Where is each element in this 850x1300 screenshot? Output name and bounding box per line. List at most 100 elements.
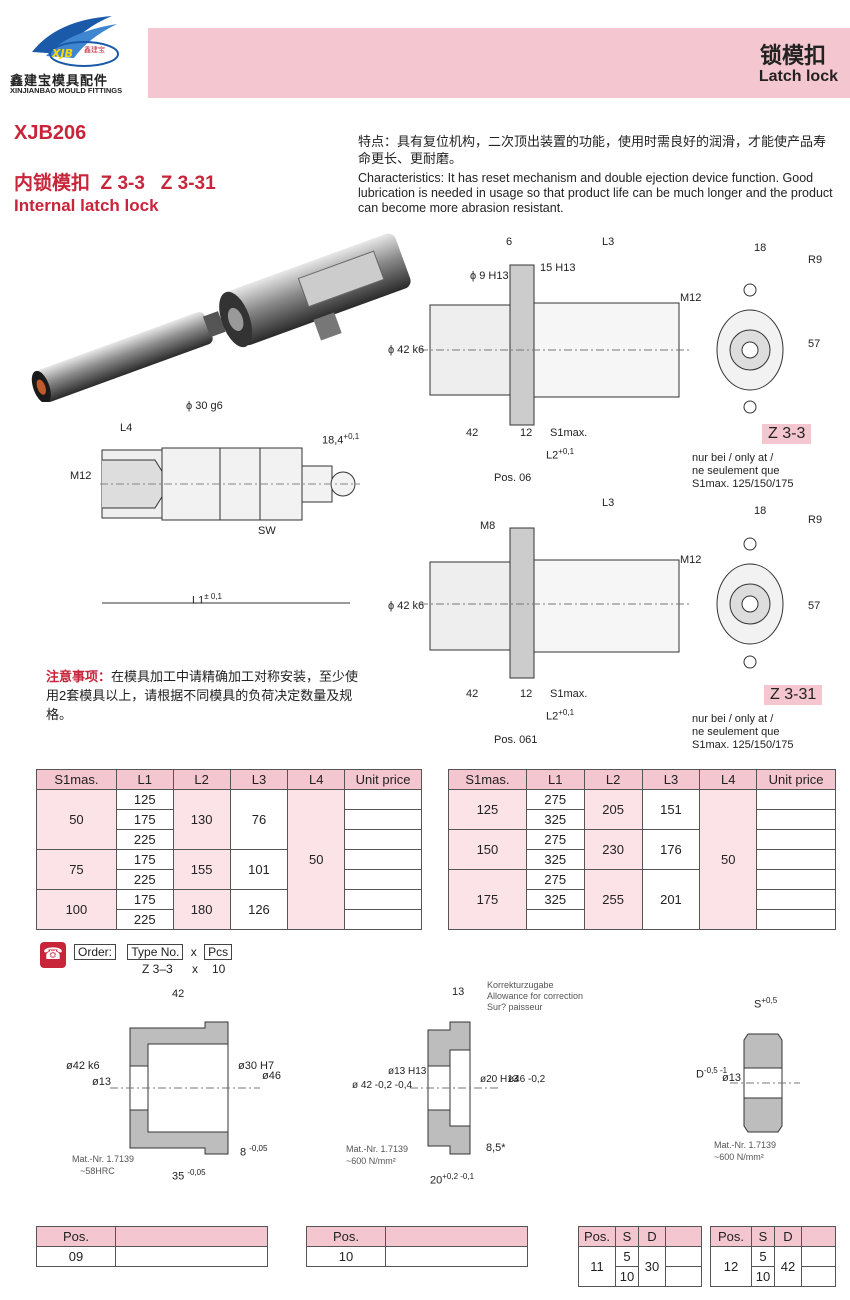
p10-mat1: Mat.-Nr. 1.7139 [346,1144,409,1154]
usage-note-text: 在模具加工中请精确加工对称安装，至少使用2套模具以上，请根据不同模具的负荷决定数… [46,669,359,722]
col-header: L1 [115,769,174,790]
price-cell[interactable] [344,789,422,810]
price-cell[interactable] [344,909,422,930]
part-s-drawing [720,1000,820,1160]
p10-corr2: Allowance for correction [487,991,584,1001]
price-cell[interactable] [115,1246,268,1267]
ps-d: D-0,5 -1 [696,1066,728,1081]
z33-h15: 15 H13 [540,262,576,274]
z33-drawing [400,235,850,485]
p09-dim35: 35 -0,05 [172,1168,206,1183]
z33-m12: M12 [680,292,702,304]
price-cell[interactable] [801,1246,836,1267]
p09-w42: 42 [172,988,185,1000]
z331-pos: Pos. 061 [494,734,538,746]
p10-corr1: Korrekturzugabe [487,980,554,990]
pos-value: 10 [306,1246,386,1267]
s-value: 5 [615,1246,639,1267]
z33-d12: 12 [520,427,533,439]
logo-mark-cn: 鑫建宝 [84,45,105,54]
pos-header: Pos. [36,1226,116,1247]
order-line: Order: Type No. x Pcs [74,944,233,960]
z331-m8: M8 [480,520,496,532]
z331-w18: 18 [754,505,767,517]
phone-icon: ☎ [40,942,66,968]
pos-value: 11 [578,1246,616,1287]
price-cell[interactable] [801,1266,836,1287]
pin-drawing [60,408,380,608]
product-name-cn: 内锁模扣 Z 3-3 Z 3-31 [14,173,216,194]
z33-h57: 57 [808,338,821,350]
z331-l3: L3 [602,497,615,509]
price-cell[interactable] [665,1246,702,1267]
col-header: S1mas. [36,769,117,790]
pin-d30-label: ϕ 30 g6 [186,400,223,412]
s1-cell: 50 [36,789,117,850]
price-cell[interactable] [756,809,836,830]
p09-mat2: ~58HRC [80,1166,115,1176]
logo-mark: XJB [51,47,73,60]
s-value: 10 [615,1266,639,1287]
p10-phi20: ø20 H13 [480,1074,519,1085]
l3-cell: 76 [229,789,289,850]
p10-dim20: 20+0,2 -0,1 [430,1172,475,1187]
l4-cell: 50 [699,789,758,930]
pin-dim184-label: 18,4+0,1 [322,432,360,447]
d-value: 30 [638,1246,666,1287]
l2-cell: 130 [172,789,231,850]
l3-cell: 126 [229,889,289,930]
z331-h57: 57 [808,600,821,612]
price-cell[interactable] [756,909,836,930]
l3-cell: 176 [641,829,701,870]
p10-phi46: ø46 -0,2 [508,1074,546,1085]
z331-r9: R9 [808,514,823,526]
z33-w18: 18 [754,242,767,254]
l1-cell: 275 [525,869,585,890]
ps-s: S+0,5 [754,996,778,1011]
p09-phi30: ø30 H7 [238,1060,275,1072]
z331-s1max: S1max. [550,688,588,700]
order-label: Order: [74,944,117,960]
col-header: L4 [699,769,758,790]
spec-table-right: S1mas. L1 L2 L3 L4 Unit price 125 275 20… [448,769,836,930]
l1-cell: 275 [525,829,585,850]
ps-mat2: ~600 N/mm² [714,1152,764,1162]
price-cell[interactable] [756,789,836,810]
price-cell[interactable] [344,849,422,870]
l2-cell: 230 [583,829,643,870]
l1-cell: 125 [115,789,174,810]
s-header: S [615,1226,639,1247]
price-cell[interactable] [665,1266,702,1287]
l1-cell: 175 [115,889,174,910]
z33-s1max: S1max. [550,427,588,439]
z33-l2: L2+0,1 [546,447,575,462]
pos-header: Pos. [710,1226,752,1247]
order-x-value: x [192,962,198,976]
col-header: L4 [287,769,346,790]
z33-l3: L3 [602,236,615,248]
page-title-cn: 锁模扣 [759,43,826,68]
product-code: XJB206 [14,122,87,144]
price-cell[interactable] [344,809,422,830]
l3-cell: 151 [641,789,701,830]
price-cell[interactable] [344,829,422,850]
part10-drawing [400,1000,530,1180]
order-pcs-label: Pcs [204,944,233,960]
l1-cell: 225 [115,909,174,930]
l2-cell: 180 [172,889,231,930]
price-cell[interactable] [344,869,422,890]
l1-cell: 175 [115,849,174,870]
p10-dim85: 8,5* [486,1142,506,1154]
ps-phi13: ø13 [722,1072,741,1084]
price-cell[interactable] [756,869,836,890]
price-cell[interactable] [756,889,836,910]
brand-name-cn: 鑫建宝模具配件 [10,73,109,88]
z33-pos: Pos. 06 [494,472,532,484]
price-cell[interactable] [344,889,422,910]
characteristics-cn: 特点：具有复位机构，二次顶出装置的功能，使用时需良好的润滑，才能使产品寿命更长、… [358,134,827,166]
price-cell[interactable] [756,849,836,870]
s1-cell: 75 [36,849,117,890]
z33-d42: 42 [466,427,479,439]
price-cell[interactable] [385,1246,528,1267]
price-cell[interactable] [756,829,836,850]
